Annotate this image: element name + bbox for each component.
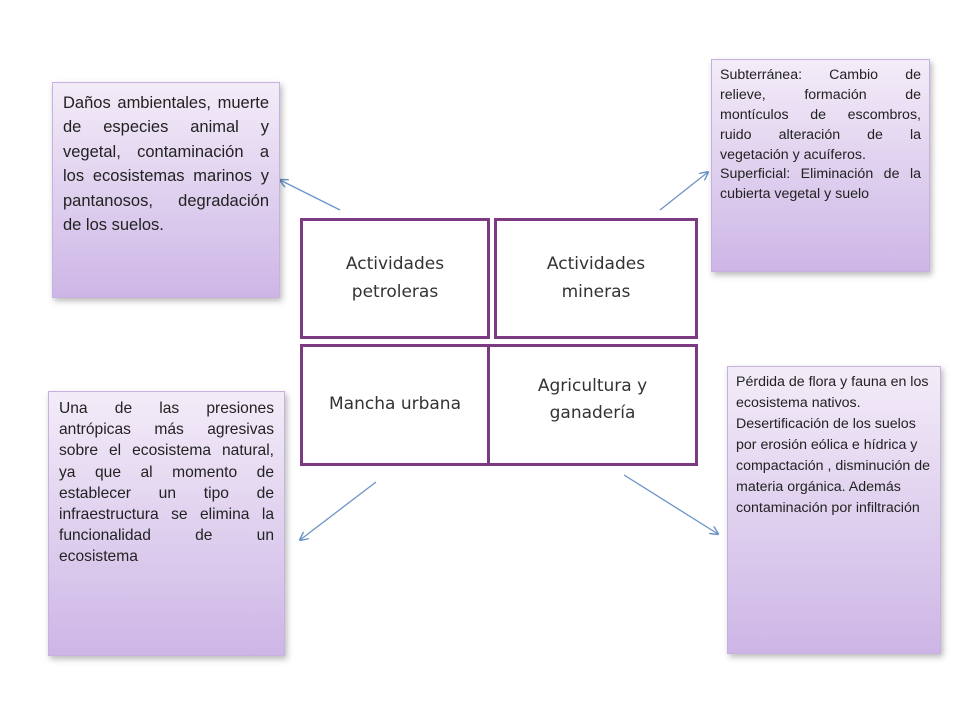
note-urbana-text: Una de las presiones antrópicas más agre… [59, 400, 274, 566]
cell-mancha-urbana: Mancha urbana [300, 344, 490, 466]
cell-agricultura-ganaderia: Agricultura y ganadería [487, 344, 698, 466]
cell-label-urbana: Mancha urbana [329, 394, 461, 415]
cell-label-agricultura: Agricultura y ganadería [537, 375, 648, 423]
note-urbana: Una de las presiones antrópicas más agre… [48, 391, 285, 656]
arrow-urbana [300, 481, 377, 540]
note-mineras-subterranea: Subterránea: Cambio de relieve, formació… [720, 67, 921, 163]
cell-actividades-petroleras: Actividades petroleras [300, 218, 490, 339]
note-mineras-superficial: Superficial: Eliminación de la cubierta … [720, 166, 921, 203]
note-petroleras: Daños ambientales, muerte de especies an… [52, 82, 280, 298]
note-agricultura: Pérdida de flora y fauna en los ecosiste… [727, 366, 941, 654]
cell-label-mineras: Actividades mineras [546, 254, 646, 302]
cell-actividades-mineras: Actividades mineras [494, 218, 698, 339]
arrow-petroleras [280, 180, 341, 211]
note-petroleras-text: Daños ambientales, muerte de especies an… [63, 94, 269, 235]
arrow-mineras [659, 172, 708, 211]
note-agricultura-text: Pérdida de flora y fauna en los ecosiste… [736, 374, 930, 517]
cell-label-petroleras: Actividades petroleras [345, 254, 445, 302]
arrow-agricultura [623, 474, 718, 534]
note-mineras: Subterránea: Cambio de relieve, formació… [711, 59, 930, 272]
